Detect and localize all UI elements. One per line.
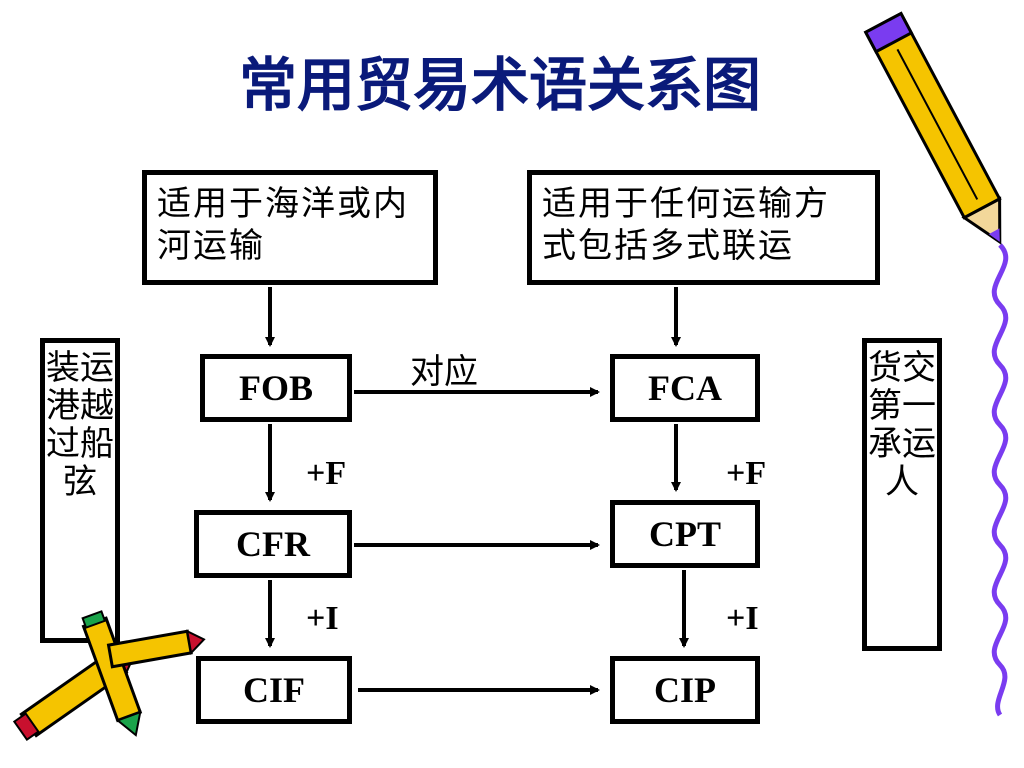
plus-f-right-label: +F bbox=[726, 455, 767, 492]
wavy-line-icon bbox=[991, 243, 1009, 717]
fca-label: FCA bbox=[648, 368, 722, 408]
any-transport-text: 适用于任何运输方式包括多式联运 bbox=[542, 184, 830, 266]
sea-transport-text: 适用于海洋或内河运输 bbox=[157, 184, 409, 266]
fca-box: FCA bbox=[610, 354, 760, 422]
left-side-box: 装运港越过船弦 bbox=[40, 338, 120, 643]
cfr-box: CFR bbox=[194, 510, 352, 578]
fob-label: FOB bbox=[238, 368, 313, 408]
left-side-text: 装运港越过船弦 bbox=[46, 348, 114, 502]
cif-box: CIF bbox=[196, 656, 352, 724]
cip-box: CIP bbox=[610, 656, 760, 724]
correspond-label: 对应 bbox=[410, 352, 478, 392]
right-side-text: 货交第一承运人 bbox=[868, 348, 936, 502]
page-title: 常用贸易术语关系图 bbox=[238, 51, 761, 119]
fob-box: FOB bbox=[200, 354, 352, 422]
cfr-label: CFR bbox=[236, 524, 310, 564]
right-side-box: 货交第一承运人 bbox=[862, 338, 942, 651]
pencil-icon bbox=[863, 11, 1002, 245]
cif-label: CIF bbox=[243, 670, 305, 710]
plus-i-right-label: +I bbox=[726, 600, 759, 637]
plus-f-left-label: +F bbox=[306, 455, 347, 492]
any-transport-box: 适用于任何运输方式包括多式联运 bbox=[527, 170, 880, 285]
cpt-box: CPT bbox=[610, 500, 760, 568]
cip-label: CIP bbox=[654, 670, 716, 710]
cpt-label: CPT bbox=[649, 514, 721, 554]
sea-transport-box: 适用于海洋或内河运输 bbox=[142, 170, 438, 285]
crayons-icon bbox=[12, 610, 206, 742]
plus-i-left-label: +I bbox=[306, 600, 339, 637]
